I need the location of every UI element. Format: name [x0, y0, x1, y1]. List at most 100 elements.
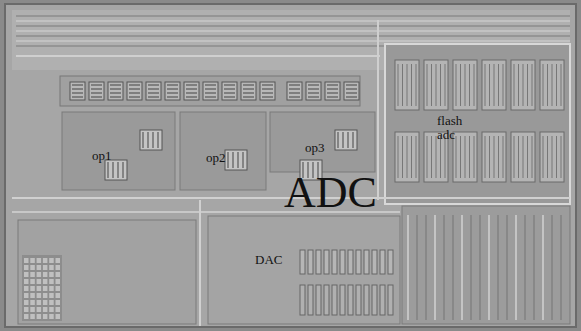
- bus-line: [16, 25, 570, 27]
- comparator-cell: [453, 132, 477, 182]
- cell-line: [346, 89, 357, 90]
- logic-stripe: [506, 215, 508, 320]
- gate-line: [143, 132, 144, 148]
- cell-line: [552, 64, 553, 106]
- grid-cell: [30, 272, 35, 277]
- grid-cell: [24, 272, 29, 277]
- cell-line: [489, 64, 490, 106]
- transistor-group: [105, 160, 127, 180]
- block-label: op3: [305, 141, 345, 155]
- cell-line: [460, 136, 461, 178]
- cell-line: [262, 93, 273, 94]
- grid-cell: [43, 258, 48, 263]
- gate-line: [158, 132, 159, 148]
- grid-cell: [49, 272, 54, 277]
- switch-cell: [70, 82, 85, 100]
- grid-cell: [43, 293, 48, 298]
- comparator-cell: [395, 132, 419, 182]
- grid-cell: [30, 314, 35, 319]
- flash-adc-block: [385, 44, 570, 204]
- dac-cell: [308, 285, 313, 315]
- dac-cell: [300, 285, 305, 315]
- comparator-cell: [395, 60, 419, 110]
- grid-cell: [49, 279, 54, 284]
- block-label: op1: [92, 149, 132, 163]
- cell-line: [552, 136, 553, 178]
- cell-line: [543, 64, 544, 106]
- cell-line: [445, 64, 446, 106]
- grid-cell: [56, 265, 61, 270]
- grid-cell: [30, 307, 35, 312]
- switch-cell: [325, 82, 340, 100]
- grid-cell: [49, 286, 54, 291]
- cell-line: [518, 136, 519, 178]
- bus-line: [16, 30, 570, 32]
- cell-line: [346, 93, 357, 94]
- cell-line: [527, 64, 528, 106]
- cell-line: [110, 93, 121, 94]
- comparator-cell: [482, 132, 506, 182]
- grid-cell: [49, 307, 54, 312]
- gate-line: [343, 132, 344, 148]
- cell-line: [243, 97, 254, 98]
- cell-line: [91, 85, 102, 86]
- switch-cell: [89, 82, 104, 100]
- grid-cell: [24, 258, 29, 263]
- cell-line: [456, 136, 457, 178]
- cell-line: [494, 136, 495, 178]
- cell-line: [556, 136, 557, 178]
- switch-cell: [146, 82, 161, 100]
- logic-stripe: [434, 215, 436, 320]
- dac-cell: [388, 250, 393, 274]
- op1-block: [62, 112, 175, 190]
- cell-line: [398, 136, 399, 178]
- cell-line: [532, 136, 533, 178]
- grid-cell: [56, 272, 61, 277]
- switch-cell: [203, 82, 218, 100]
- gate-line: [123, 162, 124, 178]
- cell-line: [456, 64, 457, 106]
- dac-cell: [388, 285, 393, 315]
- cell-line: [148, 93, 159, 94]
- cell-line: [518, 64, 519, 106]
- cell-line: [262, 85, 273, 86]
- grid-cell: [24, 314, 29, 319]
- grid-cell: [30, 286, 35, 291]
- cell-line: [205, 97, 216, 98]
- cell-line: [327, 85, 338, 86]
- gate-line: [348, 132, 349, 148]
- grid-cell: [49, 314, 54, 319]
- grid-cells: [24, 258, 60, 319]
- cell-line: [416, 136, 417, 178]
- cell-line: [72, 85, 83, 86]
- grid-cell: [49, 265, 54, 270]
- cell-line: [346, 85, 357, 86]
- cell-line: [503, 64, 504, 106]
- cell-line: [407, 64, 408, 106]
- gate-line: [113, 162, 114, 178]
- dac-cell: [356, 250, 361, 274]
- cell-line: [110, 89, 121, 90]
- cell-line: [308, 97, 319, 98]
- grid-cell: [49, 300, 54, 305]
- switch-cell: [260, 82, 275, 100]
- cell-line: [91, 89, 102, 90]
- comparator-cell: [482, 60, 506, 110]
- logic-stripe: [524, 215, 526, 320]
- cell-line: [327, 89, 338, 90]
- cell-line: [72, 93, 83, 94]
- cell-line: [498, 64, 499, 106]
- grid-cell: [43, 300, 48, 305]
- grid-cell: [30, 258, 35, 263]
- dac-cell: [364, 285, 369, 315]
- cell-line: [494, 64, 495, 106]
- cell-line: [110, 97, 121, 98]
- cell-line: [167, 85, 178, 86]
- cell-line: [289, 93, 300, 94]
- comparator-cell: [511, 132, 535, 182]
- cell-line: [445, 136, 446, 178]
- comparator-cell: [424, 60, 448, 110]
- bus-line: [16, 15, 570, 17]
